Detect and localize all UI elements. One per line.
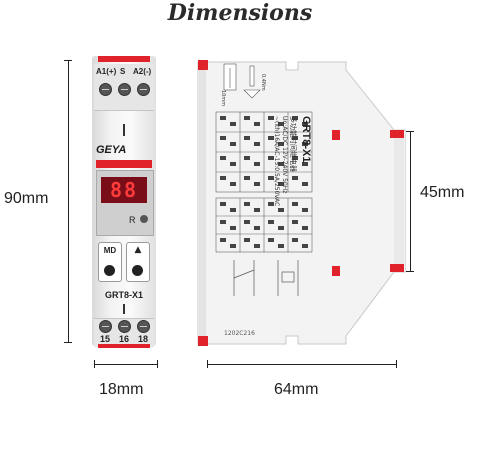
brand-logo: GEYA: [96, 144, 127, 156]
width-label: 18mm: [99, 381, 144, 398]
terminal-label-a2: A2(-): [133, 67, 152, 76]
screw-icon: [137, 320, 150, 333]
screw-icon: [99, 83, 112, 96]
md-button-label: MD: [103, 246, 117, 255]
up-arrow-icon: ▲: [134, 245, 142, 255]
side-spec-2: ~(ith)16A/AC-15:0.5A/250VAC: [273, 116, 280, 207]
relay-led-icon: [140, 215, 148, 223]
device-front-view: A1(+) S A2(-) GEYA 88 R MD ▲ GRT8-X1 15 …: [92, 56, 156, 348]
md-button[interactable]: MD: [98, 242, 122, 282]
button-dot-icon: [104, 265, 115, 276]
terminal-label-16: 16: [119, 334, 130, 344]
terminal-label-a1: A1(+): [96, 67, 117, 76]
torque-label: 0.4Nm: [260, 74, 266, 91]
screw-icon: [99, 320, 112, 333]
display-panel: 88 R: [96, 170, 154, 236]
side-subtitle: 多功能时间继电器: [289, 116, 297, 172]
partial-height-label: 45mm: [420, 184, 465, 201]
depth-label: 64mm: [274, 381, 319, 398]
height-label: 90mm: [4, 188, 49, 210]
strip-length-label: 10mm: [220, 90, 226, 107]
top-red-tab: [98, 56, 150, 62]
red-band: [96, 160, 152, 168]
device-side-view: GRT8-X1 多功能时间继电器 Un:AC/DC 12V-240V 50Hz …: [194, 60, 407, 346]
terminal-label-15: 15: [100, 334, 111, 344]
relay-led-label: R: [129, 215, 136, 225]
page-title: Dimensions: [167, 0, 313, 26]
terminal-label-s: S: [120, 67, 126, 76]
button-dot-icon: [132, 265, 143, 276]
screw-icon: [118, 320, 131, 333]
screw-icon: [137, 83, 150, 96]
bottom-red-tab: [98, 344, 150, 348]
led-display: 88: [101, 177, 147, 203]
screw-icon: [118, 83, 131, 96]
slot-mark: [123, 304, 125, 314]
side-model-label: GRT8-X1: [300, 116, 312, 163]
terminal-label-18: 18: [138, 334, 149, 344]
production-code: 1202C216: [224, 330, 255, 337]
model-label: GRT8-X1: [104, 290, 143, 300]
side-spec-1: Un:AC/DC 12V-240V 50Hz: [281, 116, 288, 194]
slot-mark: [123, 124, 125, 136]
up-button[interactable]: ▲: [126, 242, 150, 282]
